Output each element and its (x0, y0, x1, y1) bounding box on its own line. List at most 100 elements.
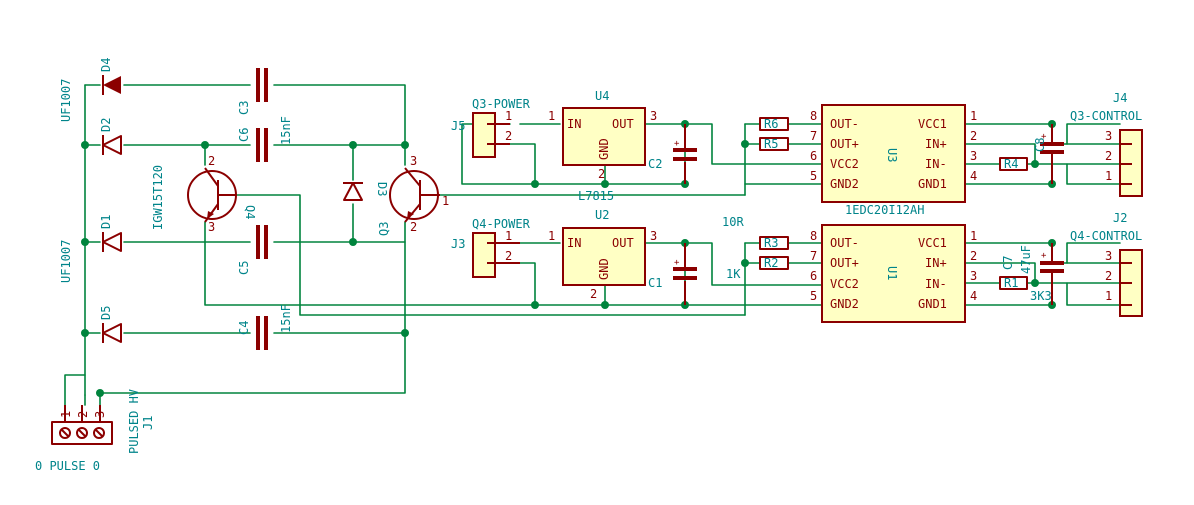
svg-text:IN: IN (567, 117, 581, 131)
svg-text:+: + (674, 258, 680, 268)
svg-text:2: 2 (76, 411, 90, 418)
svg-text:2: 2 (410, 220, 417, 234)
svg-text:VCC2: VCC2 (830, 157, 859, 171)
svg-text:GND: GND (597, 138, 611, 160)
diode-d1: D1 (99, 215, 122, 252)
svg-text:7: 7 (810, 249, 817, 263)
svg-text:J1: J1 (141, 416, 155, 430)
svg-text:47uF: 47uF (1019, 245, 1033, 274)
svg-text:3: 3 (1105, 129, 1112, 143)
svg-text:PULSED HV: PULSED HV (127, 389, 141, 454)
svg-text:2: 2 (1105, 149, 1112, 163)
input-resistor-value: 3K3 (1030, 289, 1052, 303)
svg-text:6: 6 (810, 149, 817, 163)
svg-text:U3: U3 (885, 148, 899, 162)
svg-text:GND1: GND1 (918, 177, 947, 191)
svg-text:R2: R2 (764, 256, 778, 270)
svg-text:J4: J4 (1113, 91, 1127, 105)
svg-text:1: 1 (548, 229, 555, 243)
svg-text:VCC2: VCC2 (830, 277, 859, 291)
gate-resistor-value: 10R (722, 215, 744, 229)
svg-text:5: 5 (810, 169, 817, 183)
svg-text:Q3: Q3 (377, 222, 391, 236)
resistor-r3: R3 (759, 236, 789, 250)
svg-text:6: 6 (810, 269, 817, 283)
svg-text:2: 2 (208, 154, 215, 168)
svg-text:C7: C7 (1001, 256, 1015, 270)
svg-text:D5: D5 (99, 306, 113, 320)
svg-text:3: 3 (410, 154, 417, 168)
capacitor-c5: C5 (237, 225, 268, 275)
svg-text:3: 3 (970, 149, 977, 163)
svg-text:J3: J3 (451, 237, 465, 251)
diode-d2: D2 (99, 118, 122, 155)
svg-text:Q3-POWER: Q3-POWER (472, 97, 531, 111)
connector-j3: 1 2 J3 Q4-POWER (451, 217, 531, 278)
svg-text:7: 7 (810, 129, 817, 143)
svg-text:IN-: IN- (925, 157, 947, 171)
gate-pulldown-value: 1K (726, 267, 741, 281)
svg-text:C2: C2 (648, 157, 662, 171)
svg-text:R3: R3 (764, 236, 778, 250)
svg-text:D1: D1 (99, 215, 113, 229)
svg-text:R4: R4 (1004, 157, 1018, 171)
svg-text:D4: D4 (99, 58, 113, 72)
svg-text:5: 5 (810, 289, 817, 303)
svg-text:1: 1 (505, 229, 512, 243)
svg-text:8: 8 (810, 229, 817, 243)
svg-text:3: 3 (93, 411, 107, 418)
connector-j4: 3 2 1 J4 Q3-CONTROL (1070, 91, 1143, 197)
svg-text:3: 3 (1105, 249, 1112, 263)
svg-text:J2: J2 (1113, 211, 1127, 225)
svg-text:1: 1 (59, 411, 73, 418)
svg-text:Q4-CONTROL: Q4-CONTROL (1070, 229, 1142, 243)
svg-text:1: 1 (1105, 289, 1112, 303)
capacitor-c3: C3 (237, 68, 268, 115)
svg-text:IN: IN (567, 236, 581, 250)
svg-text:Q3-CONTROL: Q3-CONTROL (1070, 109, 1142, 123)
connector-j1: 1 2 3 PULSED HV J1 0 PULSE 0 (35, 389, 155, 473)
svg-text:1: 1 (442, 194, 449, 208)
svg-text:OUT-: OUT- (830, 236, 859, 250)
svg-text:U1: U1 (885, 266, 899, 280)
capacitor-c7: + C7 47uF (1001, 243, 1064, 305)
svg-text:1: 1 (1105, 169, 1112, 183)
capacitor-c2: + C2 (648, 124, 697, 184)
capacitor-c8: + C8 (1033, 124, 1064, 184)
svg-text:2: 2 (505, 129, 512, 143)
svg-text:GND1: GND1 (918, 297, 947, 311)
resistor-r5: R5 (759, 137, 789, 151)
svg-text:2: 2 (970, 129, 977, 143)
resistor-r4: R4 (999, 157, 1028, 171)
svg-text:U2: U2 (595, 208, 609, 222)
svg-text:1: 1 (505, 109, 512, 123)
svg-text:3: 3 (650, 109, 657, 123)
diode-d5: D5 (99, 306, 122, 343)
svg-text:2: 2 (598, 167, 605, 181)
connector-j2: 3 2 1 J2 Q4-CONTROL (1070, 211, 1143, 317)
svg-text:GND2: GND2 (830, 297, 859, 311)
svg-text:OUT: OUT (612, 117, 634, 131)
svg-text:OUT+: OUT+ (830, 256, 859, 270)
svg-text:1: 1 (548, 109, 555, 123)
svg-text:C4: C4 (237, 321, 251, 335)
svg-text:2: 2 (505, 249, 512, 263)
capacitor-c6: C6 15nF (237, 116, 293, 162)
svg-text:15nF: 15nF (279, 304, 293, 333)
igbt-q4: 2 3 Q4 IGW15T120 (151, 154, 257, 234)
svg-text:1: 1 (970, 109, 977, 123)
svg-text:R5: R5 (764, 137, 778, 151)
svg-text:3: 3 (208, 220, 215, 234)
svg-text:+: + (1041, 251, 1047, 261)
svg-text:15nF: 15nF (279, 116, 293, 145)
svg-text:+: + (674, 139, 680, 149)
svg-text:2: 2 (1105, 269, 1112, 283)
svg-text:3: 3 (650, 229, 657, 243)
svg-text:J5: J5 (451, 119, 465, 133)
svg-text:D3: D3 (375, 182, 389, 196)
svg-text:D2: D2 (99, 118, 113, 132)
svg-text:4: 4 (970, 169, 977, 183)
svg-text:R6: R6 (764, 117, 778, 131)
diode-d4: D4 (99, 58, 121, 95)
